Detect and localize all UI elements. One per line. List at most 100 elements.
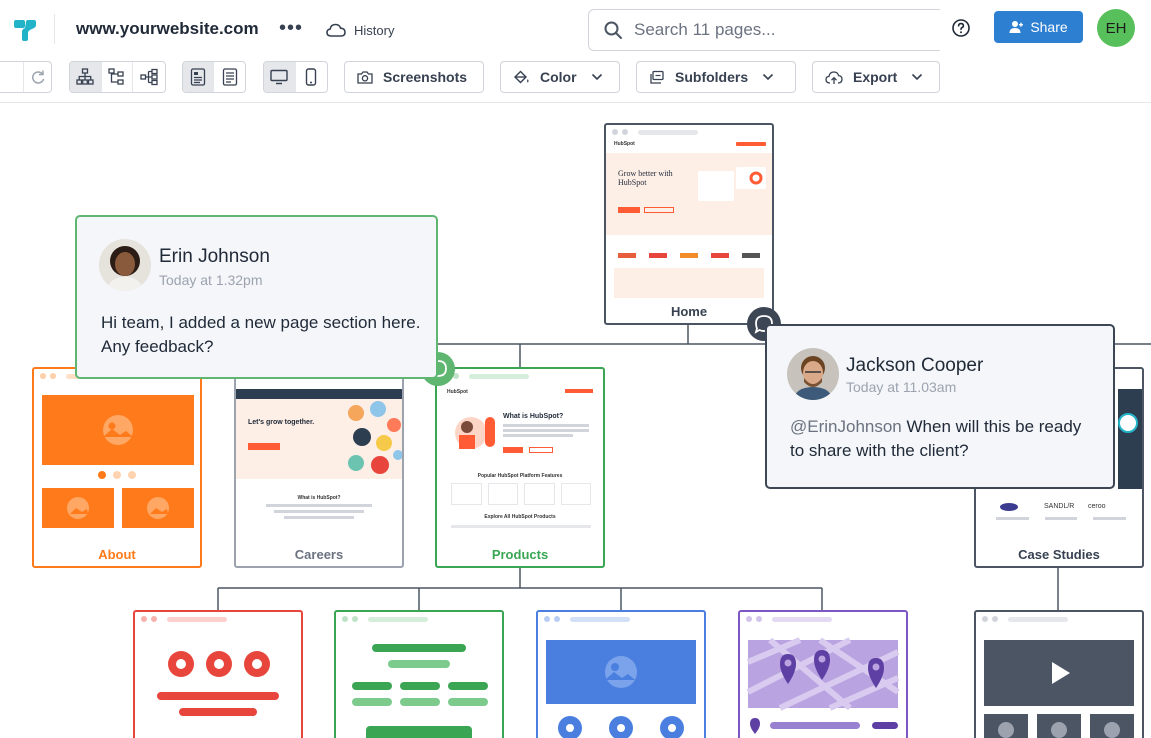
case-logo-text-2: ceroo: [1088, 503, 1106, 510]
site-title[interactable]: www.yourwebsite.com: [76, 19, 259, 38]
document-icon: [222, 68, 237, 86]
subfolders-label: Subfolders: [675, 69, 749, 85]
browser-bar: [606, 125, 772, 139]
device-group: [263, 61, 328, 93]
home-cta: [618, 207, 640, 213]
careers-text-line: [284, 516, 354, 519]
case-logo-text-1: SANDL/R: [1044, 503, 1075, 510]
search-input[interactable]: [634, 20, 914, 40]
comment-bubble-icon: [754, 315, 773, 334]
people-collage-icon: [348, 401, 402, 474]
export-button[interactable]: Export: [812, 61, 940, 93]
comment-body: Hi team, I added a new page section here…: [101, 313, 421, 356]
mobile-icon: [306, 68, 317, 86]
page-card-sub-3[interactable]: [536, 610, 706, 738]
undo-button[interactable]: [0, 62, 25, 92]
page-card-sub-1[interactable]: [133, 610, 303, 738]
products-text-line: [503, 434, 573, 437]
comment-text: When will this be ready to share with th…: [790, 417, 1082, 460]
help-circle-icon[interactable]: [951, 18, 971, 38]
color-button[interactable]: Color: [500, 61, 620, 93]
products-text-line: [503, 424, 589, 427]
careers-text-line: [266, 504, 372, 507]
page-card-products[interactable]: HubSpot What is HubSpot? Popular HubSpot…: [435, 367, 605, 568]
page-card-sub-4[interactable]: [738, 610, 908, 738]
wireframe-hero-image: [546, 640, 696, 738]
image-placeholder-icon: [103, 415, 133, 445]
browser-bar: [336, 612, 502, 626]
comment-body: @ErinJohnson When will this be ready to …: [790, 415, 1100, 463]
case-logo-badge: [1118, 413, 1138, 433]
products-feature-grid: [451, 483, 591, 505]
page-card-careers[interactable]: Let's grow together. What is HubSpot? Ca…: [234, 367, 404, 568]
products-hero-headline: What is HubSpot?: [503, 413, 564, 420]
comment-card-erin[interactable]: Erin Johnson Today at 1.32pm Hi team, I …: [75, 215, 438, 379]
page-label-case-studies: Case Studies: [1018, 547, 1100, 562]
about-tile-2: [122, 488, 194, 528]
person-avatar-icon: [99, 239, 151, 291]
sitemap-tree-icon: [76, 68, 94, 85]
browser-bar: [135, 612, 301, 626]
donut-chart-icon: [749, 171, 763, 185]
sitemap-canvas[interactable]: HubSpot Grow better with HubSpot H: [0, 104, 1151, 738]
home-hero: Grow better with HubSpot: [606, 153, 772, 235]
carousel-dots[interactable]: [98, 471, 136, 479]
search-icon: [604, 21, 622, 39]
brand-logo-icon[interactable]: [12, 17, 38, 43]
export-label: Export: [853, 69, 898, 85]
page-card-sub-5[interactable]: [974, 610, 1144, 738]
comment-time: Today at 1.32pm: [159, 272, 263, 288]
person-illustration-icon: [455, 417, 495, 449]
comment-card-jackson[interactable]: Jackson Cooper Today at 11.03am @ErinJoh…: [765, 324, 1115, 489]
careers-hero-headline: Let's grow together.: [248, 419, 315, 426]
share-button[interactable]: Share: [994, 11, 1083, 43]
camera-icon: [357, 71, 373, 84]
about-tile-1: [42, 488, 114, 528]
subfolders-button[interactable]: Subfolders: [636, 61, 796, 93]
comment-author: Erin Johnson: [159, 246, 270, 267]
home-nav: HubSpot: [614, 141, 766, 147]
folders-icon: [650, 70, 664, 84]
chevron-down-icon: [912, 73, 923, 81]
redo-button[interactable]: [24, 62, 51, 92]
user-avatar[interactable]: EH: [1097, 9, 1135, 47]
search-box[interactable]: [588, 9, 940, 51]
page-label-products: Products: [491, 547, 549, 562]
paint-bucket-icon: [514, 70, 529, 84]
comment-time: Today at 11.03am: [846, 379, 957, 395]
view-text-button[interactable]: [214, 62, 245, 92]
wireframe-icons-row: [157, 651, 279, 716]
layout-tree-button[interactable]: [70, 62, 102, 92]
careers-subhead: What is HubSpot?: [297, 495, 341, 501]
view-wireframe-button[interactable]: [183, 62, 215, 92]
page-card-sub-2[interactable]: [334, 610, 504, 738]
page-label-about: About: [98, 547, 136, 562]
home-hero-headline: Grow better with HubSpot: [618, 169, 673, 187]
user-mention[interactable]: @ErinJohnson: [790, 417, 902, 436]
more-options-button[interactable]: •••: [278, 17, 303, 39]
page-outline-icon: [190, 68, 206, 86]
products-explore-heading: Explore All HubSpot Products: [484, 514, 556, 520]
layout-horizontal-button[interactable]: [133, 62, 165, 92]
desktop-icon: [270, 69, 288, 85]
history-button[interactable]: History: [326, 18, 394, 42]
case-hero: [1118, 389, 1142, 489]
page-card-home[interactable]: HubSpot Grow better with HubSpot H: [604, 123, 774, 325]
layout-indented-button[interactable]: [102, 62, 134, 92]
device-mobile-button[interactable]: [296, 62, 327, 92]
undo-redo-group: [0, 61, 52, 93]
image-placeholder-icon: [147, 497, 169, 519]
screenshots-button[interactable]: Screenshots: [344, 61, 484, 93]
careers-topbar: [236, 389, 402, 399]
horizontal-tree-icon: [140, 68, 158, 86]
map-icon: [746, 637, 900, 734]
cloud-upload-icon: [825, 70, 843, 84]
device-desktop-button[interactable]: [264, 62, 296, 92]
careers-cta: [248, 443, 280, 450]
cloud-icon: [326, 23, 346, 37]
home-widget-chart: [736, 167, 766, 189]
case-lines: [996, 517, 1127, 520]
browser-bar: [538, 612, 704, 626]
page-card-about[interactable]: About: [32, 367, 202, 568]
